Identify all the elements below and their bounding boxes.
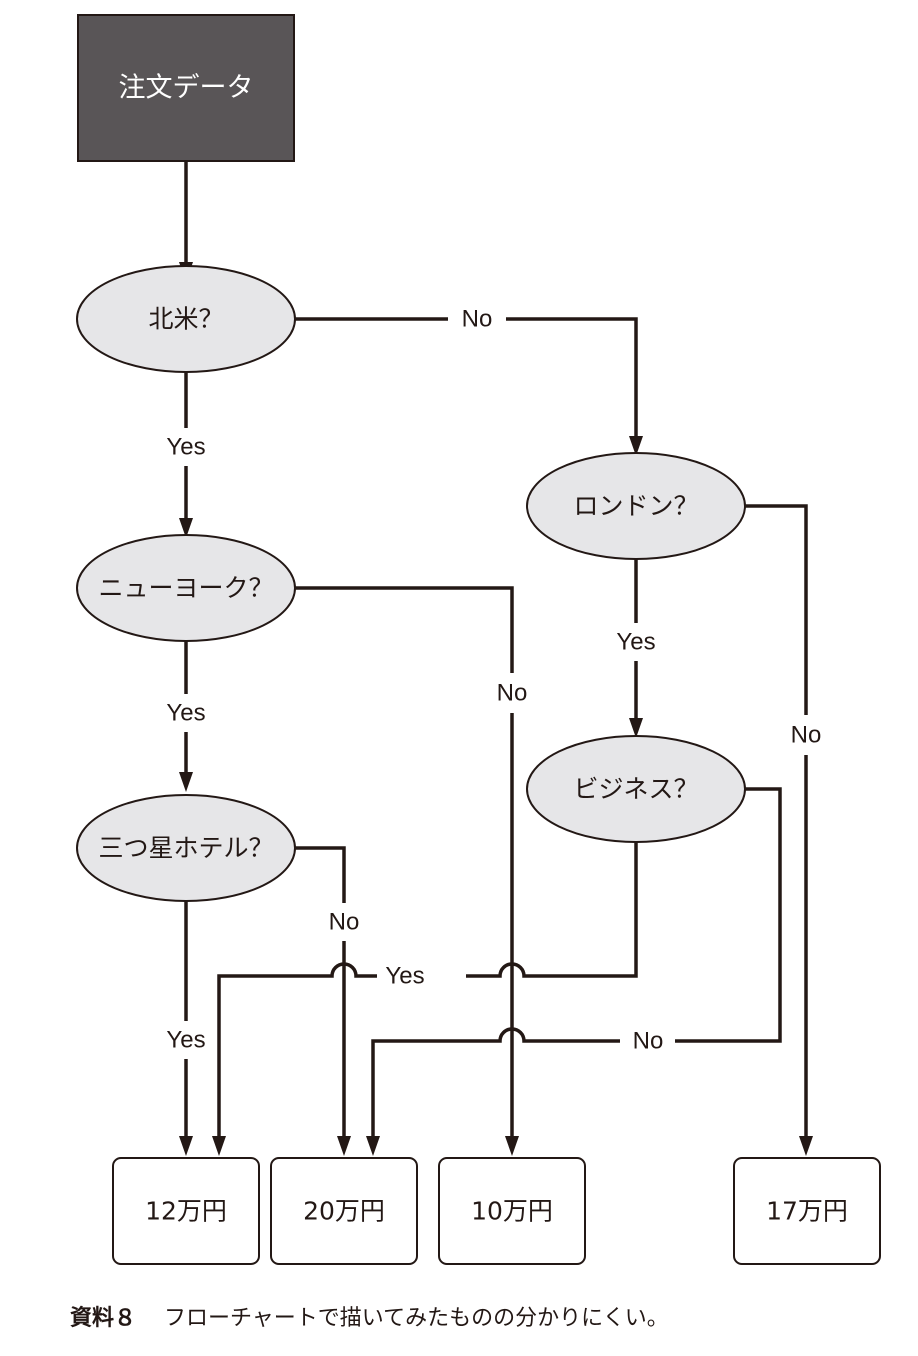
arrowhead <box>799 1136 813 1156</box>
edge-label-na-yes: Yes <box>166 434 205 461</box>
result-box-17 <box>733 1157 881 1265</box>
edge-ny-no-a <box>295 586 514 673</box>
edge-label-na-no: No <box>462 306 493 333</box>
edge-label-london-yes: Yes <box>616 629 655 656</box>
arrowhead <box>179 518 193 538</box>
result-label-20: 20万円 <box>303 1197 385 1226</box>
edge-label-london-no: No <box>791 722 822 749</box>
edge-label-three-no: No <box>329 909 360 936</box>
edge-business-no-a <box>675 787 782 1043</box>
arrowhead <box>629 718 643 738</box>
caption-number: 資料８ <box>70 1306 137 1331</box>
start-node-label: 注文データ <box>119 73 254 104</box>
result-box-20 <box>270 1157 418 1265</box>
figure-caption: 資料８ フローチャートで描いてみたものの分かりにくい。 <box>70 1300 669 1332</box>
start-node <box>77 14 295 162</box>
arrowhead <box>179 772 193 792</box>
result-label-10: 10万円 <box>471 1197 553 1226</box>
arrowhead <box>337 1136 351 1156</box>
edge-business-yes-a <box>466 842 638 978</box>
decision-business-label: ビジネス？ <box>573 775 698 804</box>
edge-london-no-a <box>745 504 808 715</box>
edge-business-no-b <box>371 1027 620 1140</box>
result-box-10 <box>438 1157 586 1265</box>
result-label-17: 17万円 <box>766 1197 848 1226</box>
edge-label-ny-no: No <box>497 680 528 707</box>
decision-new-york-label: ニューヨーク？ <box>98 574 273 603</box>
edge-label-business-no: No <box>633 1028 664 1055</box>
edge-label-business-yes: Yes <box>385 963 424 990</box>
edge-label-three-yes: Yes <box>166 1027 205 1054</box>
arrowhead <box>366 1136 380 1156</box>
caption-text: フローチャートで描いてみたものの分かりにくい。 <box>164 1306 669 1331</box>
decision-north-america-label: 北米？ <box>148 305 223 334</box>
edge-business-yes-b <box>217 962 377 1140</box>
arrowhead <box>629 436 643 456</box>
result-label-12: 12万円 <box>145 1197 227 1226</box>
decision-three-star-label: 三つ星ホテル？ <box>98 834 273 863</box>
result-box-12 <box>112 1157 260 1265</box>
edge-three-no-a <box>295 846 346 903</box>
edge-label-ny-yes: Yes <box>166 700 205 727</box>
arrowhead <box>212 1136 226 1156</box>
arrowhead <box>505 1136 519 1156</box>
arrowhead <box>179 1136 193 1156</box>
edge-na-no-b <box>506 317 638 440</box>
decision-london-label: ロンドン？ <box>573 492 698 521</box>
